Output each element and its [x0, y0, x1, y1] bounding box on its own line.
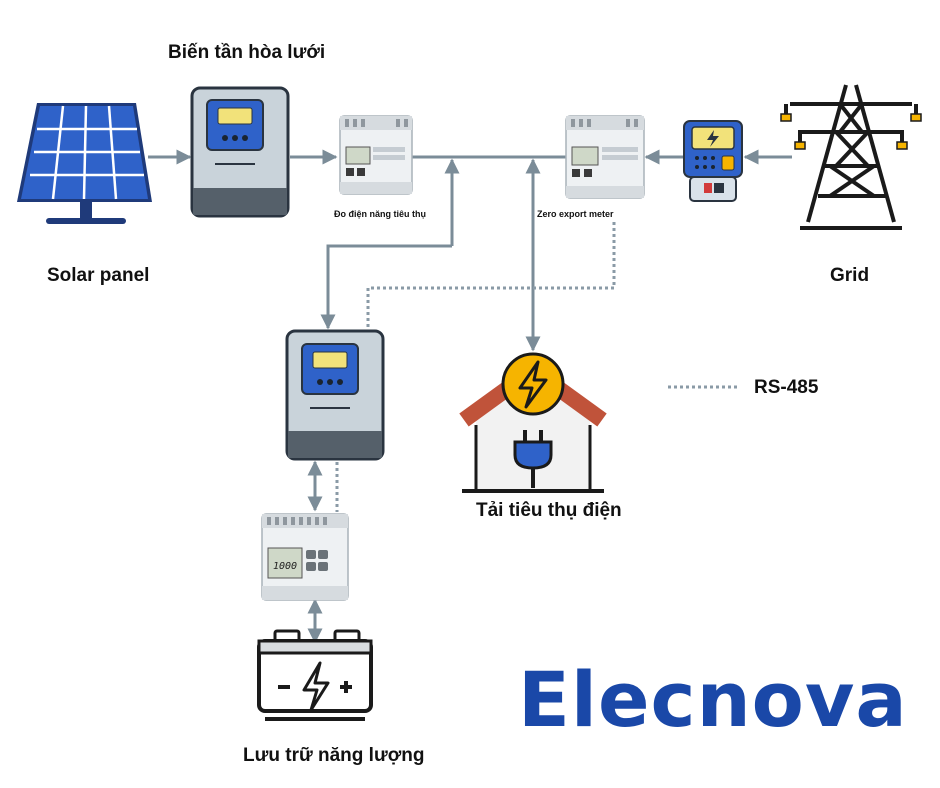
battery-monitor-display: 1000 [273, 561, 297, 572]
zero-export-meter-icon [565, 115, 645, 199]
rs485-meter-to-inverter [366, 222, 616, 330]
connection-lines [148, 149, 792, 644]
load-label: Tải tiêu thụ điện [476, 500, 622, 521]
zero-export-meter-label: Zero export meter [537, 209, 614, 219]
solar-panel-icon [17, 103, 152, 224]
inverter-title: Biến tần hòa lưới [168, 42, 326, 63]
solar-panel-label: Solar panel [47, 265, 150, 286]
elecnova-logo: Elecnova [518, 655, 908, 744]
consumption-meter-label: Đo điện năng tiêu thụ [334, 209, 426, 219]
lightning-icon [501, 352, 565, 416]
hybrid-inverter-icon [285, 329, 385, 461]
smart-meter-icon [683, 120, 743, 202]
hybrid-inverter-feed-line [320, 244, 452, 330]
battery-icon [257, 629, 373, 721]
insulator-icons [780, 113, 922, 150]
grid-label: Grid [830, 265, 870, 286]
storage-label: Lưu trữ năng lượng [243, 745, 425, 766]
plug-icon [513, 430, 553, 488]
battery-monitor-icon [261, 513, 349, 601]
energy-meter-icon [339, 115, 413, 195]
rs485-legend-label: RS-485 [754, 377, 819, 398]
inverter-icon [190, 86, 290, 218]
rs485-dotted-lines [335, 222, 740, 512]
transmission-tower-icon [784, 84, 918, 230]
